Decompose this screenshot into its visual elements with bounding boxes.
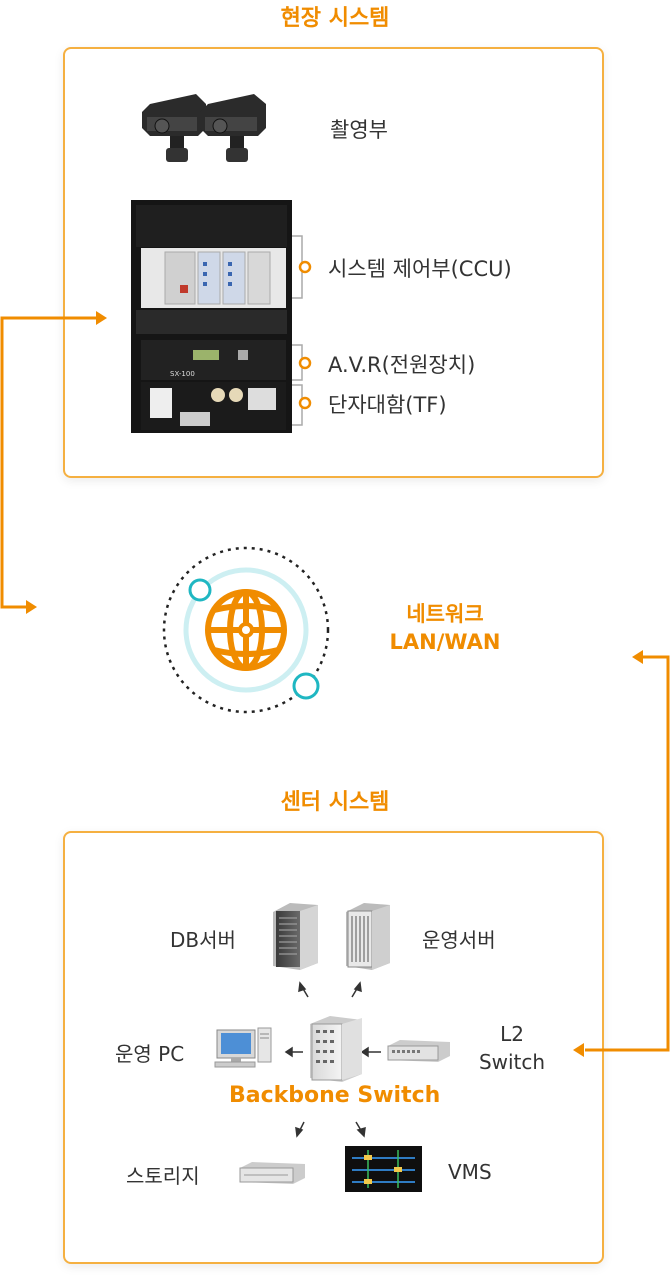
avr-label: A.V.R(전원장치) bbox=[328, 353, 476, 377]
ops-server-icon bbox=[346, 903, 390, 970]
tf-label: 단자대함(TF) bbox=[328, 393, 447, 417]
left-connector-arrow bbox=[0, 311, 107, 614]
right-connector-arrow bbox=[573, 650, 670, 1057]
db-server-label: DB서버 bbox=[170, 928, 236, 952]
rack-label-markers bbox=[298, 260, 312, 410]
l2-switch-label-line2: Switch bbox=[478, 1050, 546, 1074]
ccu-label: 시스템 제어부(CCU) bbox=[328, 257, 512, 281]
backbone-switch-label: Backbone Switch bbox=[229, 1083, 441, 1108]
l2-switch-icon bbox=[387, 1040, 450, 1062]
storage-icon bbox=[239, 1162, 305, 1184]
camera-label: 촬영부 bbox=[330, 118, 388, 142]
l2-switch-label-line1: L2 bbox=[500, 1022, 524, 1046]
network-globe-icon bbox=[162, 546, 330, 714]
center-system-title: 센터 시스템 bbox=[280, 790, 390, 815]
ops-pc-icon bbox=[214, 1027, 272, 1068]
storage-label: 스토리지 bbox=[126, 1164, 200, 1188]
control-rack-cabinet: SX-100 bbox=[131, 200, 292, 433]
vms-display-icon bbox=[345, 1146, 422, 1192]
field-system-title: 현장 시스템 bbox=[280, 6, 390, 31]
ops-server-label: 운영서버 bbox=[422, 928, 496, 952]
l2-switch-label: L2 Switch bbox=[474, 1020, 550, 1076]
network-label-line2: LAN/WAN bbox=[389, 630, 501, 654]
backbone-link-arrows bbox=[284, 981, 381, 1138]
ops-pc-label: 운영 PC bbox=[115, 1042, 185, 1066]
camera-icon bbox=[142, 94, 266, 162]
db-server-icon bbox=[273, 903, 318, 970]
network-label-line1: 네트워크 bbox=[406, 602, 484, 626]
vms-label: VMS bbox=[448, 1160, 492, 1184]
network-label: 네트워크 LAN/WAN bbox=[370, 600, 520, 656]
backbone-switch-icon bbox=[310, 1016, 362, 1082]
rack-model-text: SX-100 bbox=[170, 370, 195, 378]
